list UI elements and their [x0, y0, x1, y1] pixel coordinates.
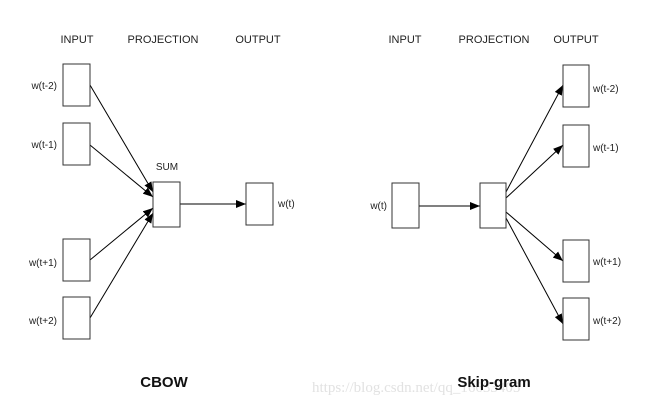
skipgram-output-label-4: w(t+2) [592, 316, 621, 327]
skipgram-projection-box [479, 182, 507, 229]
cbow-output-label: w(t) [277, 199, 295, 210]
cbow-input-box-1 [62, 63, 91, 107]
skipgram-output-box-3 [562, 239, 590, 283]
skipgram-output-label-1: w(t-2) [592, 84, 619, 95]
cbow-edge-input-1 [89, 84, 154, 193]
cbow-projection-box [152, 181, 181, 228]
skipgram-output-label-3: w(t+1) [592, 257, 621, 268]
cbow-input-box-3 [62, 238, 91, 282]
cbow-input-box-2 [62, 122, 91, 166]
skipgram-header-projection: PROJECTION [459, 34, 530, 46]
skipgram-output-box-2 [562, 124, 590, 168]
skipgram-edge-output-1 [505, 84, 564, 193]
cbow-input-nodes [62, 63, 91, 340]
skipgram-edge-output-4 [505, 217, 564, 325]
cbow-input-label-3: w(t+1) [28, 258, 57, 269]
cbow-input-label-4: w(t+2) [28, 316, 57, 327]
skipgram-input-label: w(t) [369, 201, 387, 212]
cbow-edge-input-3 [89, 207, 154, 261]
skipgram-header-output: OUTPUT [553, 34, 599, 46]
skipgram-output-box-4 [562, 297, 590, 341]
skipgram-output-nodes [562, 64, 590, 341]
watermark: https://blog.csdn.net/qq_16633405 [312, 380, 520, 396]
skipgram-input-box [391, 182, 420, 229]
skipgram-edges [419, 84, 564, 325]
cbow-edge-input-4 [89, 212, 154, 319]
skipgram-header-input: INPUT [389, 34, 422, 46]
cbow-output-box [245, 182, 274, 226]
cbow-input-label-2: w(t-1) [30, 140, 57, 151]
skipgram-output-box-1 [562, 64, 590, 108]
cbow-edges [89, 84, 246, 319]
cbow-header-projection: PROJECTION [128, 34, 199, 46]
skipgram-edge-output-2 [505, 144, 564, 199]
skipgram-edge-output-3 [505, 211, 564, 262]
cbow-header-output: OUTPUT [235, 34, 281, 46]
cbow-sum-label: SUM [156, 162, 178, 173]
cbow-edge-input-2 [89, 144, 154, 198]
skipgram-output-label-2: w(t-1) [592, 143, 619, 154]
skipgram-caption: Skip-gram [457, 374, 530, 391]
cbow-caption: CBOW [140, 374, 188, 391]
cbow-input-box-4 [62, 296, 91, 340]
cbow-header-input: INPUT [61, 34, 94, 46]
cbow-input-label-1: w(t-2) [30, 81, 57, 92]
